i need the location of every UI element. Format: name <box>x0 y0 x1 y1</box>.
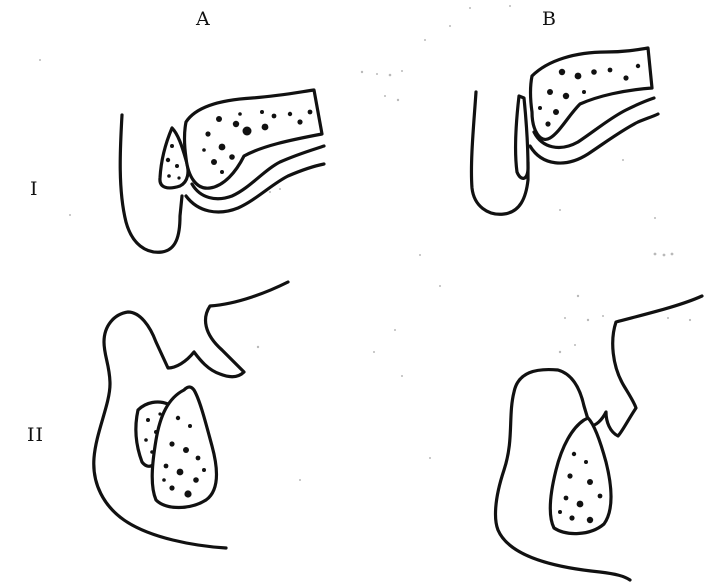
panel-i-b <box>471 48 658 214</box>
panel-i-a <box>120 90 324 252</box>
panel-ii-a <box>94 282 288 548</box>
fragment <box>516 96 528 178</box>
bone-body <box>185 90 323 188</box>
panel-ii-b <box>496 296 702 580</box>
bone-body <box>550 418 611 534</box>
